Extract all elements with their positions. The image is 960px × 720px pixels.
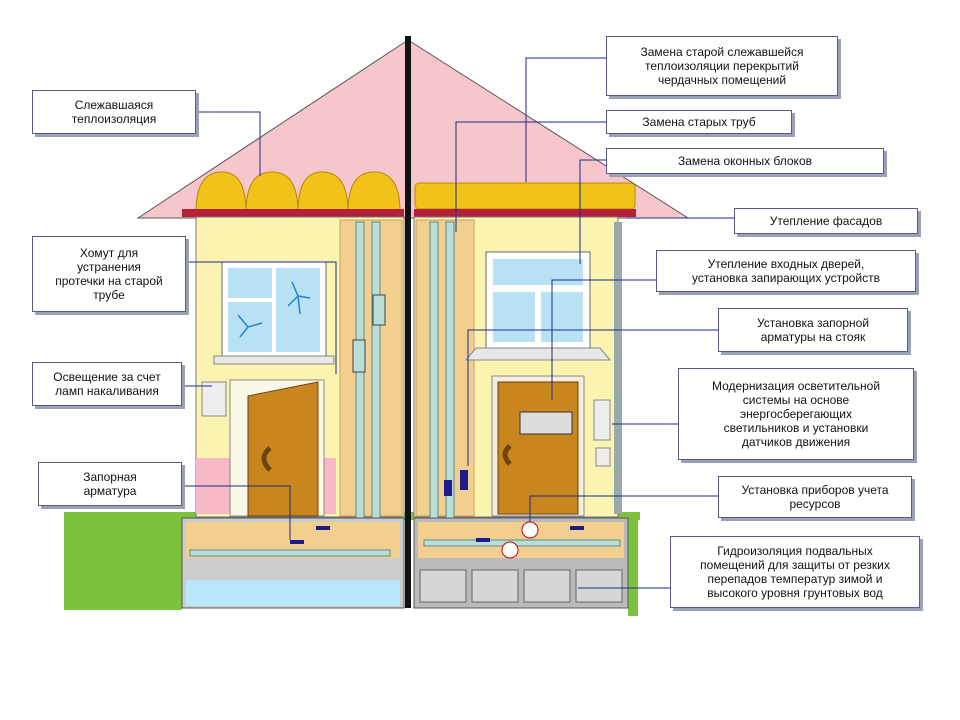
meter-icon [501, 541, 519, 559]
old-insulation [195, 171, 401, 213]
label-window-replacement: Замена оконных блоков [606, 148, 884, 174]
incandescent-lamp-icon [201, 381, 227, 417]
ground-left [64, 512, 182, 610]
valve-icons [290, 470, 584, 544]
glass-crack [237, 281, 311, 338]
label-riser-valves: Установка запорной арматуры на стояк [718, 308, 908, 352]
new-door-handle [502, 444, 512, 466]
label-attic-insulation: Замена старой слежавшейся теплоизоляции … [606, 36, 838, 96]
foundation-blocks [419, 569, 623, 603]
label-facade-insulation: Утепление фасадов [734, 208, 918, 234]
label-pipe-replacement: Замена старых труб [606, 110, 792, 134]
old-brick-shaft [339, 219, 403, 517]
old-door-handle [261, 446, 272, 472]
new-window-pane [493, 292, 535, 342]
old-sill [213, 355, 335, 365]
label-meters: Установка приборов учета ресурсов [718, 476, 912, 518]
pipe-clamp [352, 339, 366, 373]
old-window-pane [228, 268, 272, 298]
facade-insulation [614, 222, 622, 514]
label-incandescent: Освещение за счет ламп накаливания [32, 362, 182, 406]
new-sill [464, 347, 612, 361]
pipe-clamp-top [372, 294, 386, 326]
label-shutoff-valve: Запорная арматура [38, 462, 182, 506]
divider-line [405, 36, 411, 608]
new-window-pane [541, 292, 583, 342]
motion-sensor-icon [595, 447, 611, 467]
callout-lines [182, 57, 734, 589]
meter-icon [521, 521, 539, 539]
new-basement-pipe [423, 539, 621, 547]
label-pipe-clamp: Хомут для устранения протечки на старой … [32, 236, 186, 312]
door-lock-icon [519, 411, 573, 435]
new-ceiling [414, 209, 636, 217]
label-waterproofing: Гидроизоляция подвальных помещений для з… [670, 536, 920, 608]
ground-right [628, 512, 638, 616]
groundwater [186, 580, 400, 606]
old-door [247, 381, 319, 517]
new-window-pane [493, 259, 583, 285]
label-lighting: Модернизация осветительной системы на ос… [678, 368, 914, 460]
new-brick-shaft [415, 219, 475, 517]
old-window-pane [276, 268, 320, 352]
old-ceiling [182, 209, 404, 217]
label-entrance-doors: Утепление входных дверей, установка запи… [656, 250, 916, 292]
new-insulation [414, 182, 636, 210]
led-lamp-icon [593, 399, 611, 441]
old-basement-pipe [189, 549, 391, 557]
label-old-insulation: Слежавшаяся теплоизоляция [32, 90, 196, 134]
